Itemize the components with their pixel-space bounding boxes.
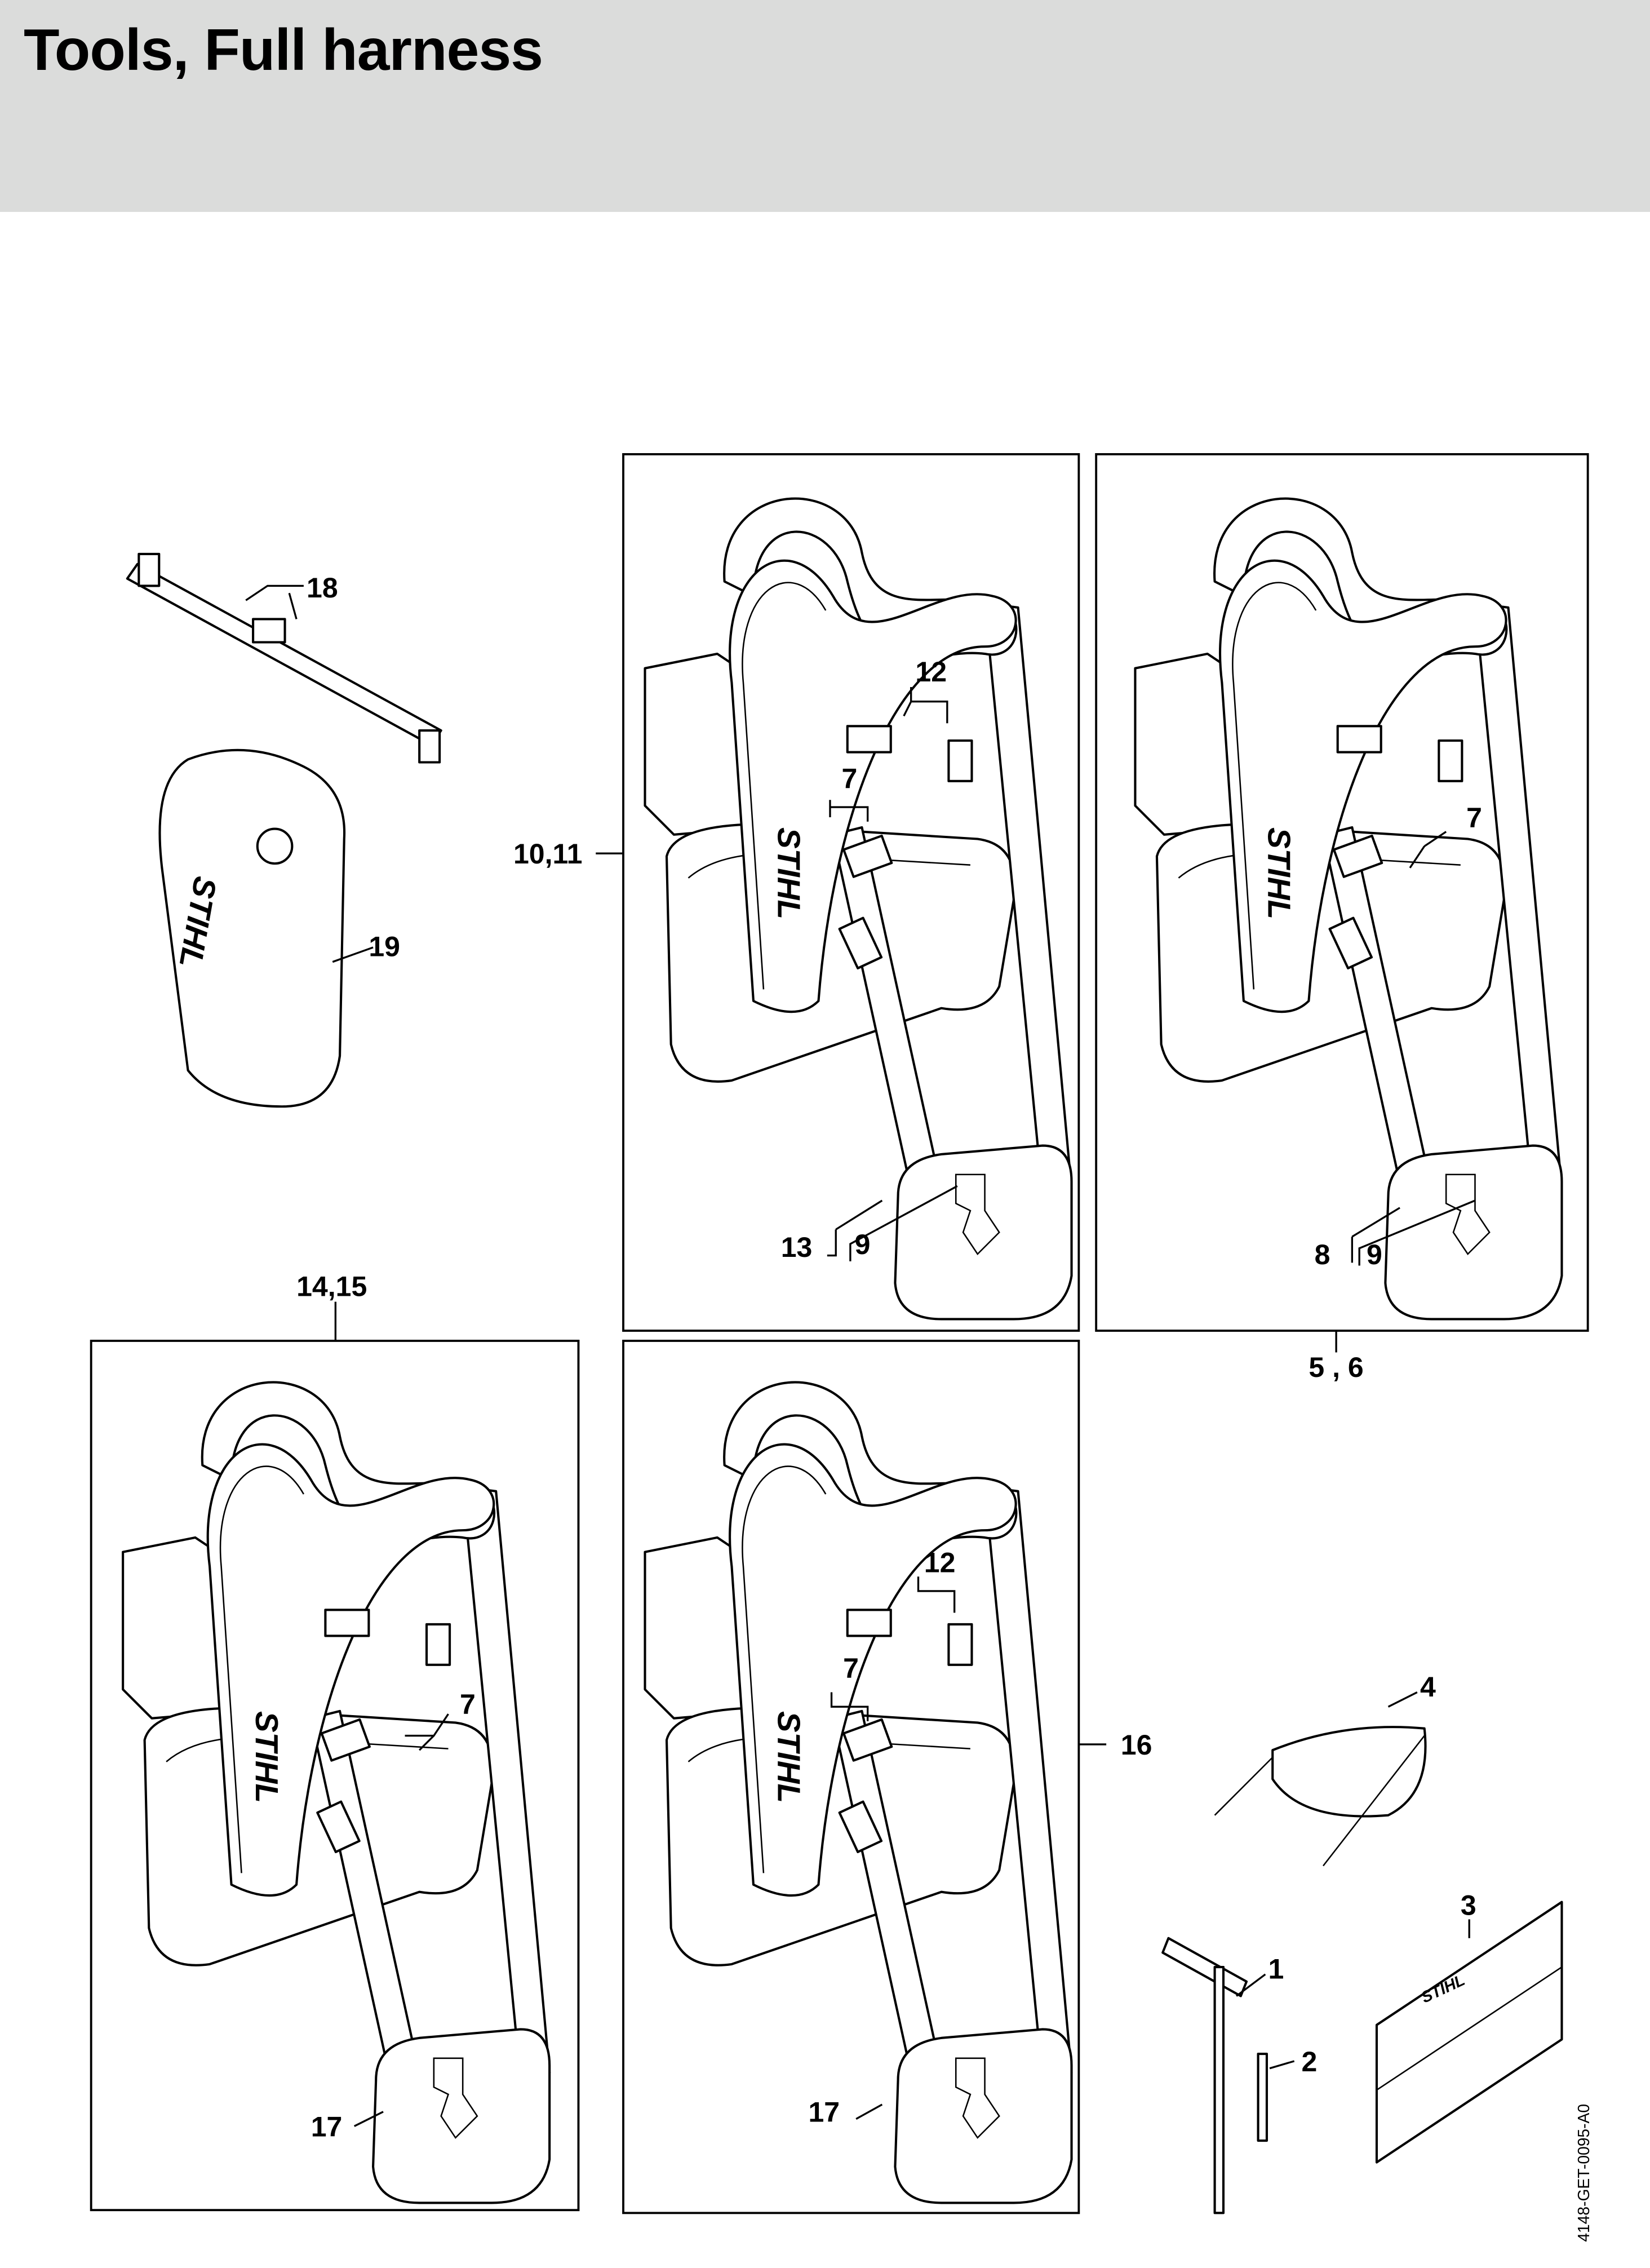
callout-16: 16 [1121,1729,1152,1761]
callout-3: 3 [1461,1890,1476,1921]
callout-9: 9 [855,1229,871,1260]
safety-glasses-part-4 [1214,1726,1427,1867]
frame-harness-10-11 [622,453,1080,1332]
callout-7: 7 [1466,802,1482,834]
callout-5-6: 5 , 6 [1309,1352,1363,1383]
strap-part-18 [126,552,442,764]
harness-drawing-16 [645,1382,1072,2203]
callout-7: 7 [843,1653,859,1684]
callout-19: 19 [369,931,400,962]
pin-part-2 [1257,2053,1268,2142]
callout-13: 13 [781,1232,813,1263]
drawing-code: 4148-GET-0095-A0 [1574,2104,1593,2242]
callout-7: 7 [842,763,858,795]
pouch-part-19: STIHL [158,748,346,1108]
harness-drawing-14-15 [123,1382,549,2203]
callout-17: 17 [311,2111,343,2142]
frame-harness-16 [622,1340,1080,2214]
callout-17: 17 [808,2097,840,2128]
callout-14-15: 14,15 [296,1270,367,1302]
callout-12: 12 [924,1547,956,1579]
harness-drawing-5-6 [1135,499,1562,1319]
harness-drawing-10-11 [645,499,1072,1319]
callout-2: 2 [1302,2046,1318,2077]
callout-1: 1 [1268,1954,1284,1985]
callout-18: 18 [307,572,338,604]
callout-7: 7 [460,1689,476,1720]
page-title: Tools, Full harness [24,17,543,83]
frame-harness-14-15 [90,1340,580,2212]
callout-12: 12 [915,656,947,688]
page-header: Tools, Full harness [0,0,1650,212]
combination-wrench-part-1 [1161,1937,1248,2214]
tool-bag-part-3: STIHL [1375,1901,1563,2164]
callout-4: 4 [1420,1671,1436,1703]
callout-9: 9 [1367,1239,1382,1270]
callout-8: 8 [1315,1239,1330,1270]
callout-10-11: 10,11 [513,838,582,870]
frame-harness-5-6 [1095,453,1589,1332]
